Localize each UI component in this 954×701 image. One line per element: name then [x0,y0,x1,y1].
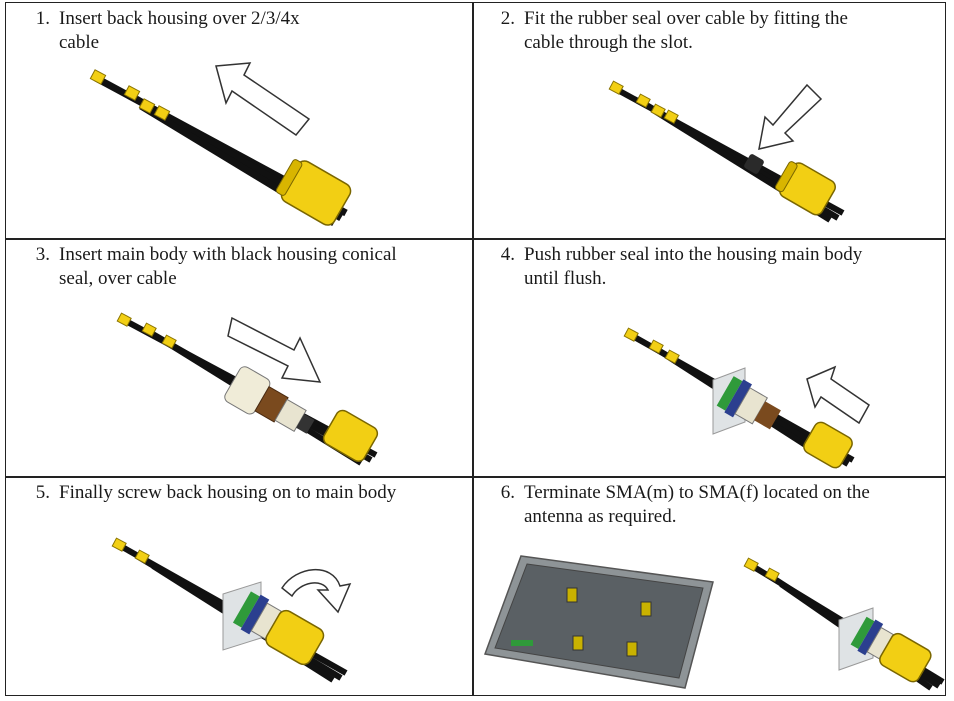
step-instruction: Terminate SMA(m) to SMA(f) located on th… [524,481,870,529]
step-cell-5: 5. Finally screw back housing on to main… [6,478,472,695]
step-cell-1: 1. Insert back housing over 2/3/4x cable [6,3,472,238]
arrow-down-left-icon [758,83,823,150]
step-line-1: Push rubber seal into the housing main b… [524,244,863,265]
screw-housing-illustration [111,537,348,683]
arrow-left-up-icon [215,62,311,137]
step-line-2: antenna as required. [524,506,677,527]
step-cell-2: 2. Fit the rubber seal over cable by fit… [473,3,946,238]
step-cell-6: 6. Terminate SMA(m) to SMA(f) located on… [473,478,946,695]
step-line-1: Finally screw back housing on to main bo… [59,482,397,503]
step-line-2: cable [59,32,100,53]
flush-seal-illustration [623,327,855,469]
instruction-table: 1. Insert back housing over 2/3/4x cable … [5,2,946,696]
step-number: 5. [35,482,50,503]
terminated-cable-illustration [743,557,945,691]
step-line-1: Terminate SMA(m) to SMA(f) located on th… [524,482,870,503]
step-instruction: Insert main body with black housing coni… [59,243,397,291]
step-cell-3: 3. Insert main body with black housing c… [6,240,472,476]
step-instruction: Push rubber seal into the housing main b… [524,243,862,291]
step-line-1: Insert main body with black housing coni… [59,244,397,265]
table-divider-horizontal-1 [6,238,945,240]
step-line-1: Fit the rubber seal over cable by fittin… [524,8,848,29]
step-line-2: seal, over cable [59,268,177,289]
step-line-1: Insert back housing over 2/3/4x [59,8,300,29]
table-divider-vertical [472,3,474,695]
cable-assembly-illustration [89,69,352,226]
cable-seal-illustration [608,80,845,223]
step-line-2: until flush. [524,268,607,289]
step-cell-4: 4. Push rubber seal into the housing mai… [473,240,946,476]
step-instruction: Finally screw back housing on to main bo… [59,481,396,505]
table-divider-horizontal-2 [6,476,945,478]
step-instruction: Fit the rubber seal over cable by fittin… [524,7,848,55]
step-number: 4. [500,244,515,265]
arrow-right-down-icon [227,316,322,383]
main-body-illustration [116,312,379,466]
step-instruction: Insert back housing over 2/3/4x cable [59,7,300,55]
step-line-2: cable through the slot. [524,32,693,53]
arrow-left-up-icon [806,365,870,425]
step-number: 2. [500,8,515,29]
rotate-arrow-icon [281,569,352,614]
step-number: 1. [35,8,50,29]
step-number: 6. [500,482,515,503]
antenna-illustration [483,555,714,689]
step-number: 3. [35,244,50,265]
